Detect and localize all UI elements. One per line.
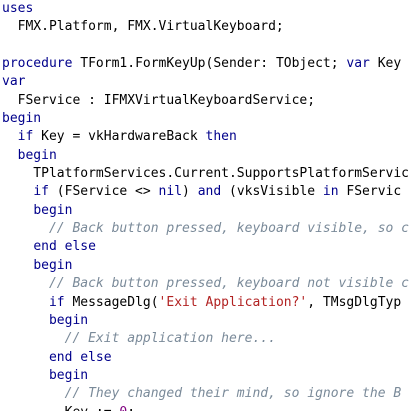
code-text: ;: [127, 405, 135, 411]
keyword-token: if: [17, 129, 34, 145]
code-line: begin: [2, 110, 411, 128]
string-token: 'Exit Application?': [158, 294, 308, 310]
keyword-token: in: [322, 184, 339, 200]
keyword-token: begin: [33, 257, 73, 273]
code-text: [2, 258, 33, 273]
comment-token: // Exit application here...: [64, 331, 276, 347]
code-text: [2, 331, 65, 346]
keyword-token: and: [197, 184, 222, 200]
code-line: begin: [2, 147, 411, 165]
code-line: TPlatformServices.Current.SupportsPlatfo…: [2, 165, 411, 183]
code-text: FServic: [338, 184, 402, 200]
code-text: [2, 184, 33, 199]
code-line: var: [2, 73, 411, 91]
code-text: TPlatformServices.Current.SupportsPlatfo…: [2, 166, 409, 182]
keyword-token: begin: [48, 367, 89, 383]
keyword-token: uses: [2, 1, 34, 16]
code-text: [2, 276, 49, 291]
code-text: ): [182, 184, 198, 200]
code-line: if MessageDlg('Exit Application?', TMsgD…: [2, 294, 411, 312]
code-line: FMX.Platform, FMX.VirtualKeyboard;: [2, 18, 411, 36]
code-text: [2, 295, 49, 310]
code-line: if Key = vkHardwareBack then: [2, 128, 411, 146]
comment-token: // They changed their mind, so ignore th…: [64, 386, 402, 402]
code-text: [2, 386, 65, 401]
code-line: uses: [2, 0, 411, 18]
keyword-token: begin: [2, 111, 42, 127]
code-text: , TMsgDlgTyp: [307, 294, 402, 310]
code-line: if (FService <> nil) and (vksVisible in …: [2, 183, 411, 201]
keyword-token: if: [48, 294, 65, 310]
keyword-token: procedure: [2, 56, 73, 72]
code-text: TForm1.FormKeyUp(Sender: TObject;: [72, 56, 347, 72]
code-text: [2, 368, 49, 383]
code-text: FService : IFMXVirtualKeyboardService;: [2, 92, 316, 108]
code-line: end else: [2, 349, 411, 367]
code-line: begin: [2, 312, 411, 330]
code-text: [2, 350, 49, 365]
code-line: begin: [2, 202, 411, 220]
comment-token: // Back button pressed, keyboard not vis…: [48, 276, 409, 292]
code-line: [2, 37, 411, 55]
code-text: [2, 203, 33, 218]
code-line: procedure TForm1.FormKeyUp(Sender: TObje…: [2, 55, 411, 73]
keyword-token: var: [2, 74, 26, 90]
code-line: Key := 0;: [2, 404, 411, 411]
keyword-token: begin: [17, 147, 57, 163]
code-text: [2, 239, 33, 254]
code-text: (FService <>: [48, 184, 159, 200]
code-text: Key :=: [2, 405, 119, 411]
keyword-token: nil: [158, 184, 183, 200]
keyword-token: then: [205, 129, 237, 145]
keyword-token: begin: [33, 202, 73, 218]
code-text: (vksVisible: [221, 184, 323, 200]
comment-token: // Back button pressed, keyboard visible…: [48, 221, 409, 237]
code-line: begin: [2, 367, 411, 385]
keyword-token: if: [33, 184, 49, 200]
code-text: [2, 148, 18, 163]
code-text: [2, 313, 49, 328]
keyword-token: var: [346, 56, 370, 72]
keyword-token: end else: [48, 349, 112, 365]
code-text: FMX.Platform, FMX.VirtualKeyboard;: [2, 19, 284, 35]
code-text: MessageDlg(: [64, 294, 159, 310]
code-text: [2, 221, 49, 236]
code-line: // Exit application here...: [2, 330, 411, 348]
number-token: 0: [119, 405, 127, 411]
code-line: begin: [2, 257, 411, 275]
keyword-token: end else: [33, 239, 96, 255]
code-line: end else: [2, 238, 411, 256]
code-text: [2, 129, 18, 144]
code-text: Key: [369, 56, 402, 72]
code-line: // Back button pressed, keyboard visible…: [2, 220, 411, 238]
code-line: // Back button pressed, keyboard not vis…: [2, 275, 411, 293]
code-line: FService : IFMXVirtualKeyboardService;: [2, 92, 411, 110]
code-text: Key = vkHardwareBack: [33, 129, 206, 145]
keyword-token: begin: [48, 312, 89, 328]
code-line: // They changed their mind, so ignore th…: [2, 385, 411, 403]
